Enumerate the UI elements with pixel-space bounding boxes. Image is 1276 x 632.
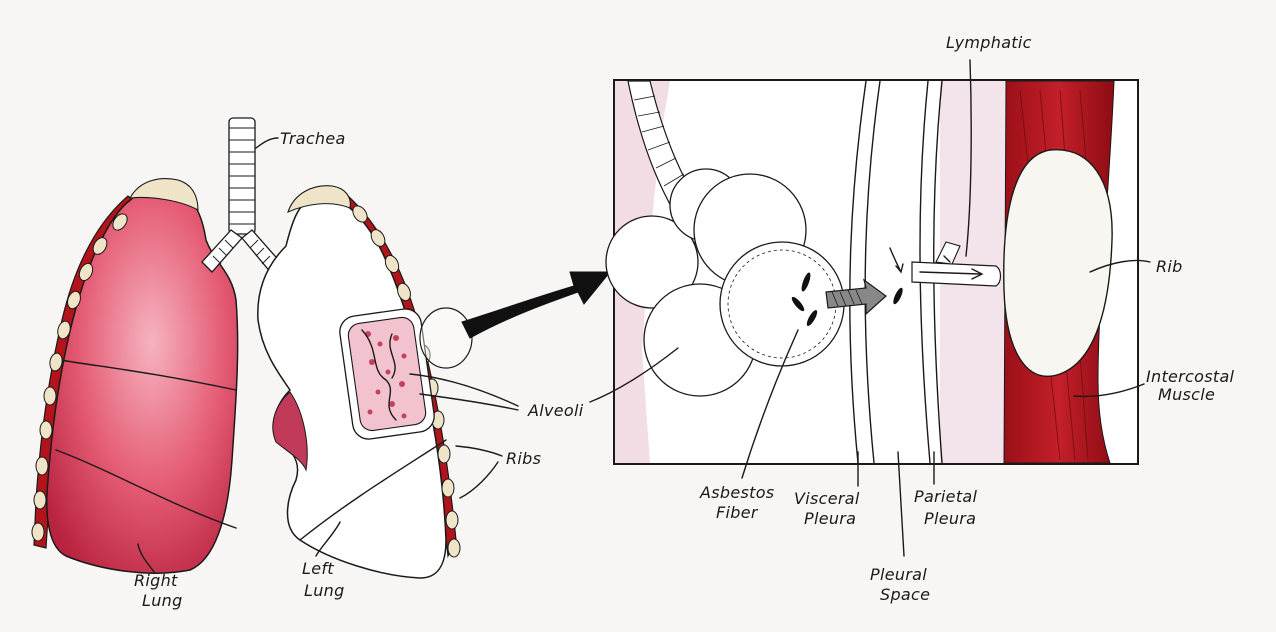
- zoom-arrow: [462, 272, 610, 338]
- leader-ribs-2: [460, 462, 498, 498]
- label-trachea: Trachea: [280, 129, 346, 148]
- label-ribs: Ribs: [506, 449, 541, 468]
- zoom-panel: [606, 80, 1138, 464]
- left-lung: [258, 186, 472, 578]
- leader-ribs-1: [456, 446, 502, 456]
- right-lung-body: [47, 188, 238, 573]
- label-right-lung-2: Lung: [142, 591, 183, 610]
- lymphatic-vessel: [912, 262, 1001, 286]
- label-pleural-space-2: Space: [880, 585, 930, 604]
- label-parietal-1: Parietal: [914, 487, 977, 506]
- label-asbestos-1: Asbestos: [699, 483, 774, 502]
- label-parietal-2: Pleura: [924, 509, 976, 528]
- label-visceral-1: Visceral: [794, 489, 860, 508]
- label-visceral-2: Pleura: [804, 509, 856, 528]
- trachea: [202, 118, 282, 274]
- label-intercostal-2: Muscle: [1158, 385, 1215, 404]
- label-lymphatic: Lymphatic: [946, 33, 1032, 52]
- label-pleural-space-1: Pleural: [870, 565, 927, 584]
- right-lung: [32, 179, 238, 574]
- magnifier-circle: [420, 308, 472, 368]
- label-right-lung-1: Right: [134, 571, 178, 590]
- label-left-lung-2: Lung: [304, 581, 345, 600]
- label-left-lung-1: Left: [302, 559, 334, 578]
- label-alveoli: Alveoli: [527, 401, 584, 420]
- leader-pleural-space: [898, 452, 904, 556]
- label-asbestos-2: Fiber: [716, 503, 759, 522]
- label-rib: Rib: [1156, 257, 1183, 276]
- leader-trachea: [256, 138, 278, 148]
- label-intercostal-1: Intercostal: [1146, 367, 1235, 386]
